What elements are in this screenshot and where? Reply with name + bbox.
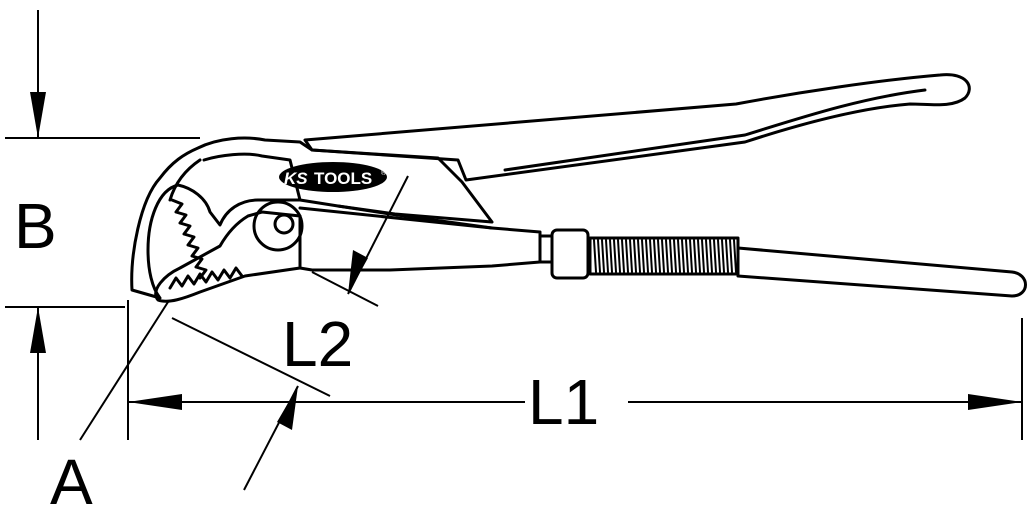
- wrench-head: [130, 136, 494, 300]
- arrowheads: [30, 92, 1022, 430]
- upper-handle-inner: [503, 88, 927, 172]
- thread-line: [629, 239, 633, 273]
- thread-line: [677, 239, 681, 273]
- lower-handle-shank: [298, 206, 542, 272]
- thread-line: [593, 239, 597, 273]
- lower-jaw: [154, 210, 302, 303]
- pipe-wrench: [130, 73, 1027, 303]
- thread-line: [693, 239, 697, 273]
- thread-line: [597, 239, 601, 273]
- thread-line: [621, 239, 625, 273]
- upper-handle: [303, 73, 971, 182]
- dimension-label-l1: L1: [528, 366, 599, 438]
- dimension-label-b: B: [14, 190, 57, 262]
- a-arrow: [277, 386, 298, 430]
- thread-line: [713, 239, 717, 273]
- thread-line: [729, 239, 733, 273]
- thread-line: [673, 239, 677, 273]
- thread-line: [601, 239, 605, 273]
- thread-line: [685, 239, 689, 273]
- l2-extension: [311, 271, 379, 307]
- upper-jaw-teeth: [170, 198, 208, 280]
- thread-lines: [593, 239, 737, 273]
- thread-line: [613, 239, 617, 273]
- thread-line: [609, 239, 613, 273]
- thread-line: [637, 239, 641, 273]
- thread-line: [649, 239, 653, 273]
- logo-suffix: TOOLS: [314, 169, 372, 188]
- l1-left-arrow: [128, 394, 182, 410]
- lower-shank-detail: [336, 204, 494, 230]
- thread-line: [725, 239, 729, 273]
- thread-line: [701, 239, 705, 273]
- dimension-lines: [5, 10, 1023, 491]
- logo-prefix: KS: [284, 169, 308, 188]
- thread-line: [665, 239, 669, 273]
- thread-line: [733, 239, 737, 273]
- dimension-label-l2: L2: [282, 308, 353, 380]
- thread-line: [705, 239, 709, 273]
- b-bottom-arrow: [30, 307, 46, 353]
- logo-registered-mark: ®: [381, 169, 387, 177]
- a-label-leader: [79, 301, 169, 441]
- l2-arrow: [348, 250, 368, 294]
- thread-line: [697, 239, 701, 273]
- lower-jaw-teeth: [168, 266, 244, 290]
- thread-line: [681, 239, 685, 273]
- dimension-label-a: A: [50, 446, 93, 508]
- thread-line: [625, 239, 629, 273]
- pivot-knob-inner: [273, 213, 295, 235]
- thread-line: [653, 239, 657, 273]
- thread-line: [645, 239, 649, 273]
- lower-handle-end: [736, 246, 1027, 298]
- thread-line: [689, 239, 693, 273]
- thread-line: [709, 239, 713, 273]
- thread-line: [721, 239, 725, 273]
- pivot-knob-outer: [252, 200, 304, 252]
- l1-right-arrow: [968, 394, 1022, 410]
- jaw-upper-contour: [168, 158, 202, 202]
- jaw-inner-curve: [202, 152, 302, 202]
- thread-line: [633, 239, 637, 273]
- thread-line: [669, 239, 673, 273]
- ks-tools-logo: KS TOOLS ®: [279, 162, 387, 192]
- thread-line: [617, 239, 621, 273]
- thread-line: [717, 239, 721, 273]
- adjust-nut: [550, 228, 590, 280]
- a-extension: [171, 317, 331, 397]
- b-top-arrow: [30, 92, 46, 138]
- logo-badge: [279, 162, 387, 192]
- thread-line: [661, 239, 665, 273]
- thread-line: [641, 239, 645, 273]
- thread-line: [657, 239, 661, 273]
- threaded-rod: [588, 236, 740, 276]
- thread-line: [605, 239, 609, 273]
